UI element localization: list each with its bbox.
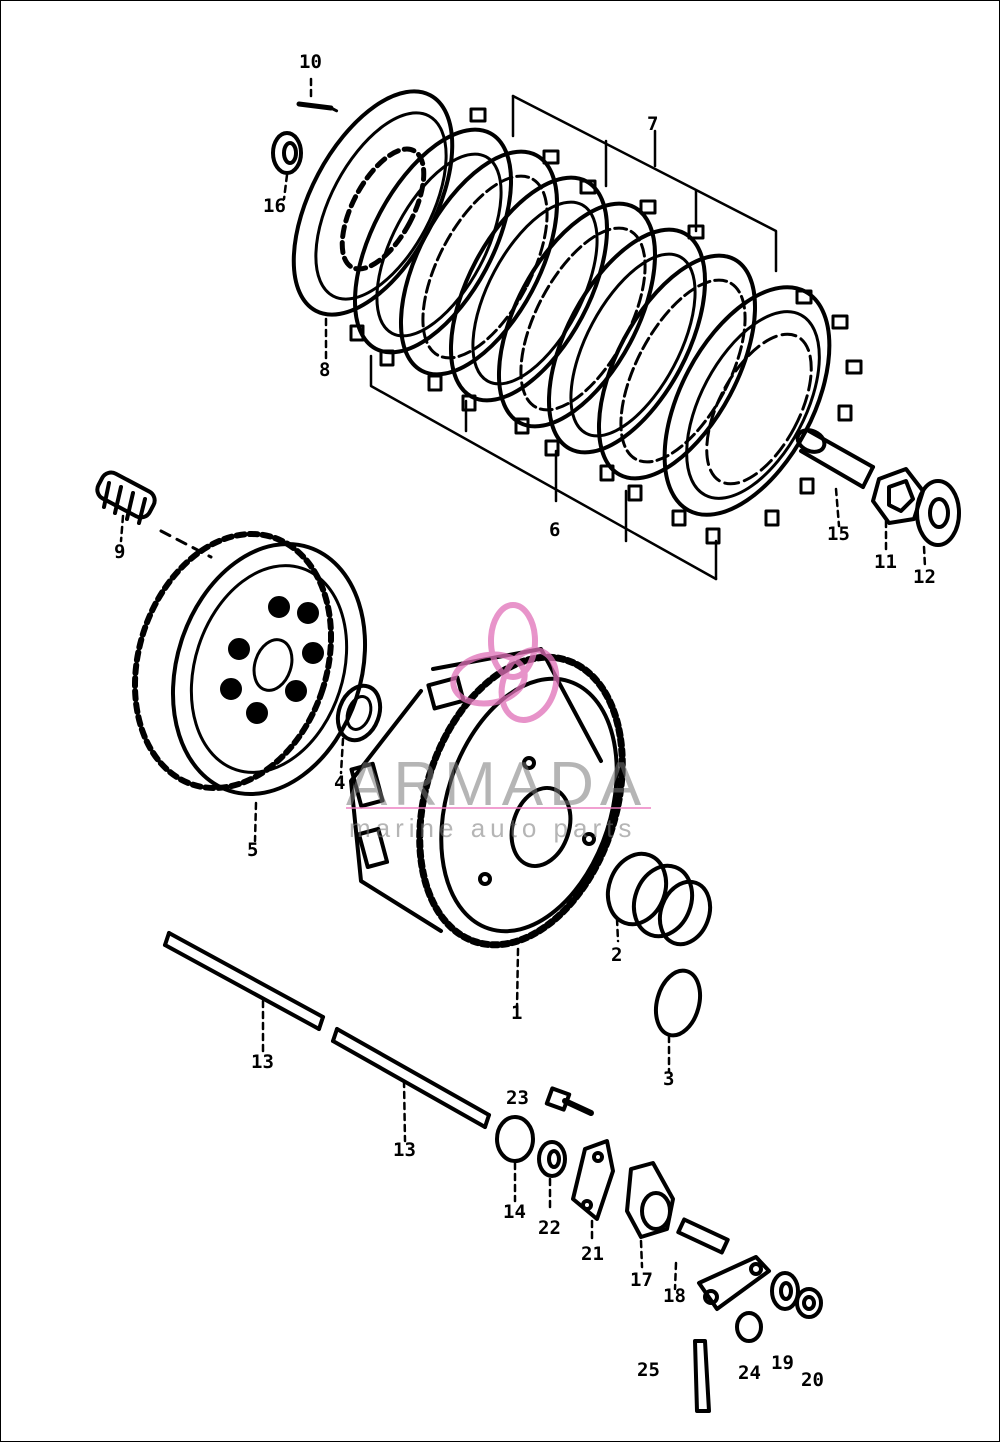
part-label-16: 16 <box>263 195 286 217</box>
clutch-housing-1 <box>349 647 626 949</box>
part-label-19: 19 <box>771 1352 794 1374</box>
part-label-13-upper: 13 <box>251 1051 274 1073</box>
push-rod-15 <box>795 428 875 489</box>
part-label-11: 11 <box>874 551 897 573</box>
part-label-21: 21 <box>581 1243 604 1265</box>
part-label-15: 15 <box>827 523 850 545</box>
clutch-plate-stack <box>352 127 832 517</box>
part-label-25: 25 <box>637 1359 660 1381</box>
washer-16 <box>271 131 303 175</box>
part-label-1: 1 <box>511 1002 523 1024</box>
driven-gear-5 <box>131 530 368 797</box>
part-label-7: 7 <box>647 113 659 135</box>
plate-tabs <box>349 107 863 545</box>
pin-10 <box>296 101 334 111</box>
nut-11 <box>871 467 925 525</box>
part-label-12: 12 <box>913 566 936 588</box>
part-label-10: 10 <box>299 51 322 73</box>
part-label-18: 18 <box>663 1285 686 1307</box>
part-label-3: 3 <box>663 1068 675 1090</box>
cap-14 <box>495 1115 535 1163</box>
part-label-8: 8 <box>319 359 331 381</box>
release-arm <box>697 1255 771 1311</box>
part-label-23: 23 <box>506 1087 529 1109</box>
plate-group-bracket-6 <box>369 354 718 581</box>
lever-17 <box>625 1161 675 1239</box>
part-label-2: 2 <box>611 944 623 966</box>
cap-24 <box>735 1311 763 1343</box>
part-label-24: 24 <box>738 1362 761 1384</box>
part-label-14: 14 <box>503 1201 526 1223</box>
nut-20 <box>795 1287 823 1319</box>
watermark-tagline: marine auto parts <box>349 813 637 843</box>
rod-13-upper <box>163 931 325 1031</box>
part-label-9: 9 <box>114 541 126 563</box>
pressure-plate-8 <box>291 89 455 317</box>
part-label-20: 20 <box>801 1369 824 1391</box>
ring-3 <box>653 968 703 1038</box>
washer-19 <box>770 1271 800 1311</box>
part-label-13-lower: 13 <box>393 1139 416 1161</box>
rod-13-lower <box>331 1027 491 1129</box>
watermark-accent-line <box>346 807 651 809</box>
thrust-washer-4 <box>335 683 383 743</box>
leader-lines <box>119 77 927 1291</box>
pin-18 <box>676 1217 730 1255</box>
plate-21 <box>571 1139 615 1221</box>
part-label-6: 6 <box>549 519 561 541</box>
spacer-2 <box>605 851 713 947</box>
watermark-brand: ARMADA <box>346 750 648 819</box>
plate-group-bracket-7 <box>511 94 778 273</box>
part-label-5: 5 <box>247 839 259 861</box>
washer-22 <box>537 1140 567 1178</box>
part-label-22: 22 <box>538 1217 561 1239</box>
bolt-23 <box>544 1086 594 1116</box>
spring-9 <box>95 470 213 559</box>
lock-washer-12 <box>915 479 961 547</box>
part-label-4: 4 <box>334 772 346 794</box>
clip-25 <box>693 1339 711 1413</box>
part-label-17: 17 <box>630 1269 653 1291</box>
